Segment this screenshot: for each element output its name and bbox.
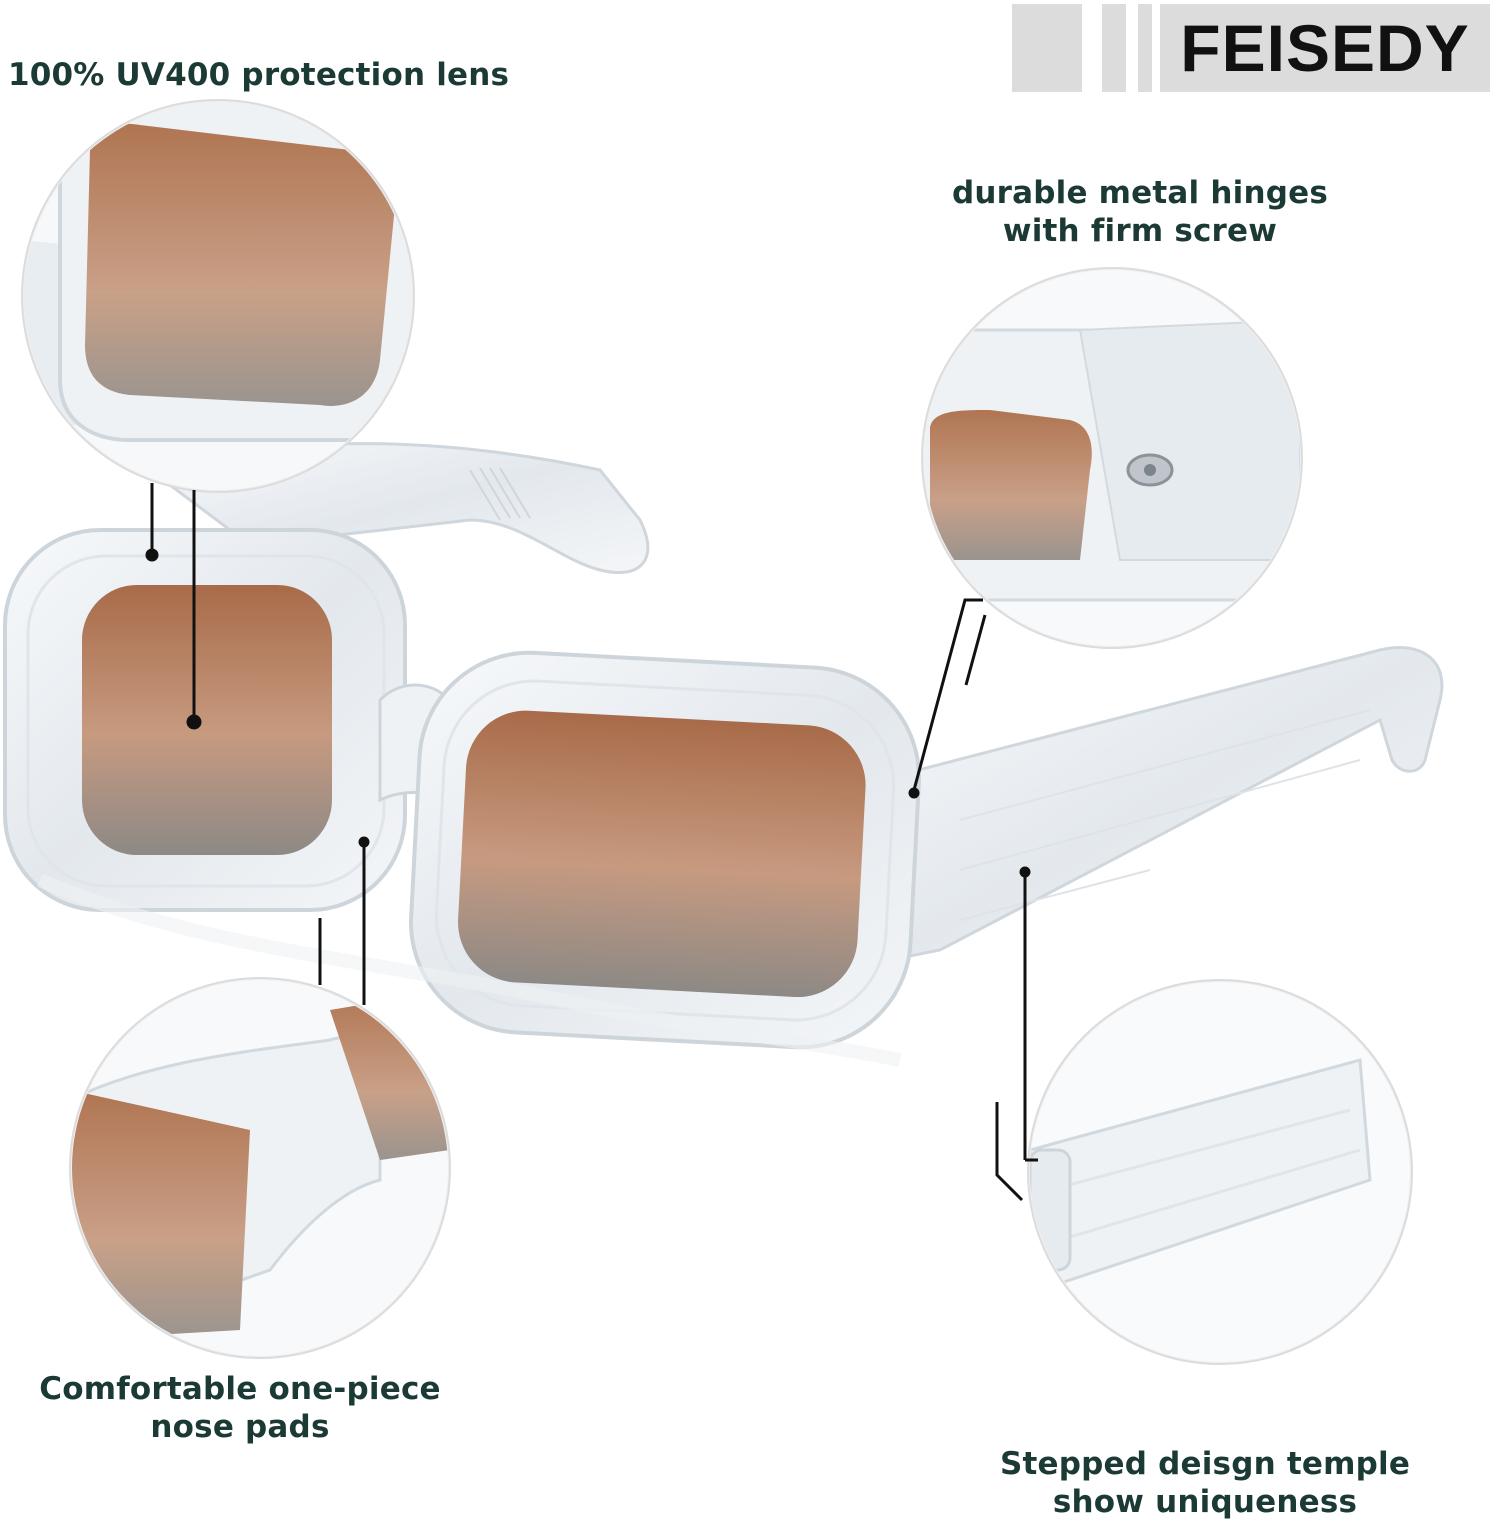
brand-stripe-1 [1012, 4, 1082, 92]
caption-temple-line-1: Stepped deisgn temple [999, 1446, 1411, 1482]
caption-nose-line-2: nose pads [150, 1409, 330, 1445]
right-temple [878, 645, 1444, 962]
brand-stripe-3 [1138, 4, 1152, 92]
brand-logo: FEISEDY [1160, 4, 1490, 92]
caption-temple-line-2: show uniqueness [1052, 1484, 1358, 1520]
brand-stripe-2 [1102, 4, 1126, 92]
callout-lens [21, 99, 415, 493]
callout-nose [69, 977, 451, 1359]
callout-hinge [921, 267, 1303, 649]
glasses-main [3, 442, 1444, 1067]
caption-hinge-line-1: durable metal hinges [951, 175, 1328, 211]
caption-nose-line-1: Comfortable one-piece [39, 1371, 441, 1407]
caption-hinge-line-2: with firm screw [1002, 213, 1278, 249]
brand-name: FEISEDY [1180, 11, 1470, 85]
right-lens [458, 710, 866, 998]
caption-metal-hinges: durable metal hinges with firm screw [950, 174, 1330, 250]
caption-nose-pads: Comfortable one-piece nose pads [30, 1370, 450, 1446]
callout-temple [1027, 979, 1413, 1365]
leader-lines [145, 483, 1038, 1202]
left-lens [82, 585, 332, 855]
caption-stepped-temple: Stepped deisgn temple show uniqueness [990, 1445, 1420, 1521]
caption-uv-line: 100% UV400 protection lens [8, 57, 510, 93]
caption-uv-protection: 100% UV400 protection lens [8, 56, 509, 94]
